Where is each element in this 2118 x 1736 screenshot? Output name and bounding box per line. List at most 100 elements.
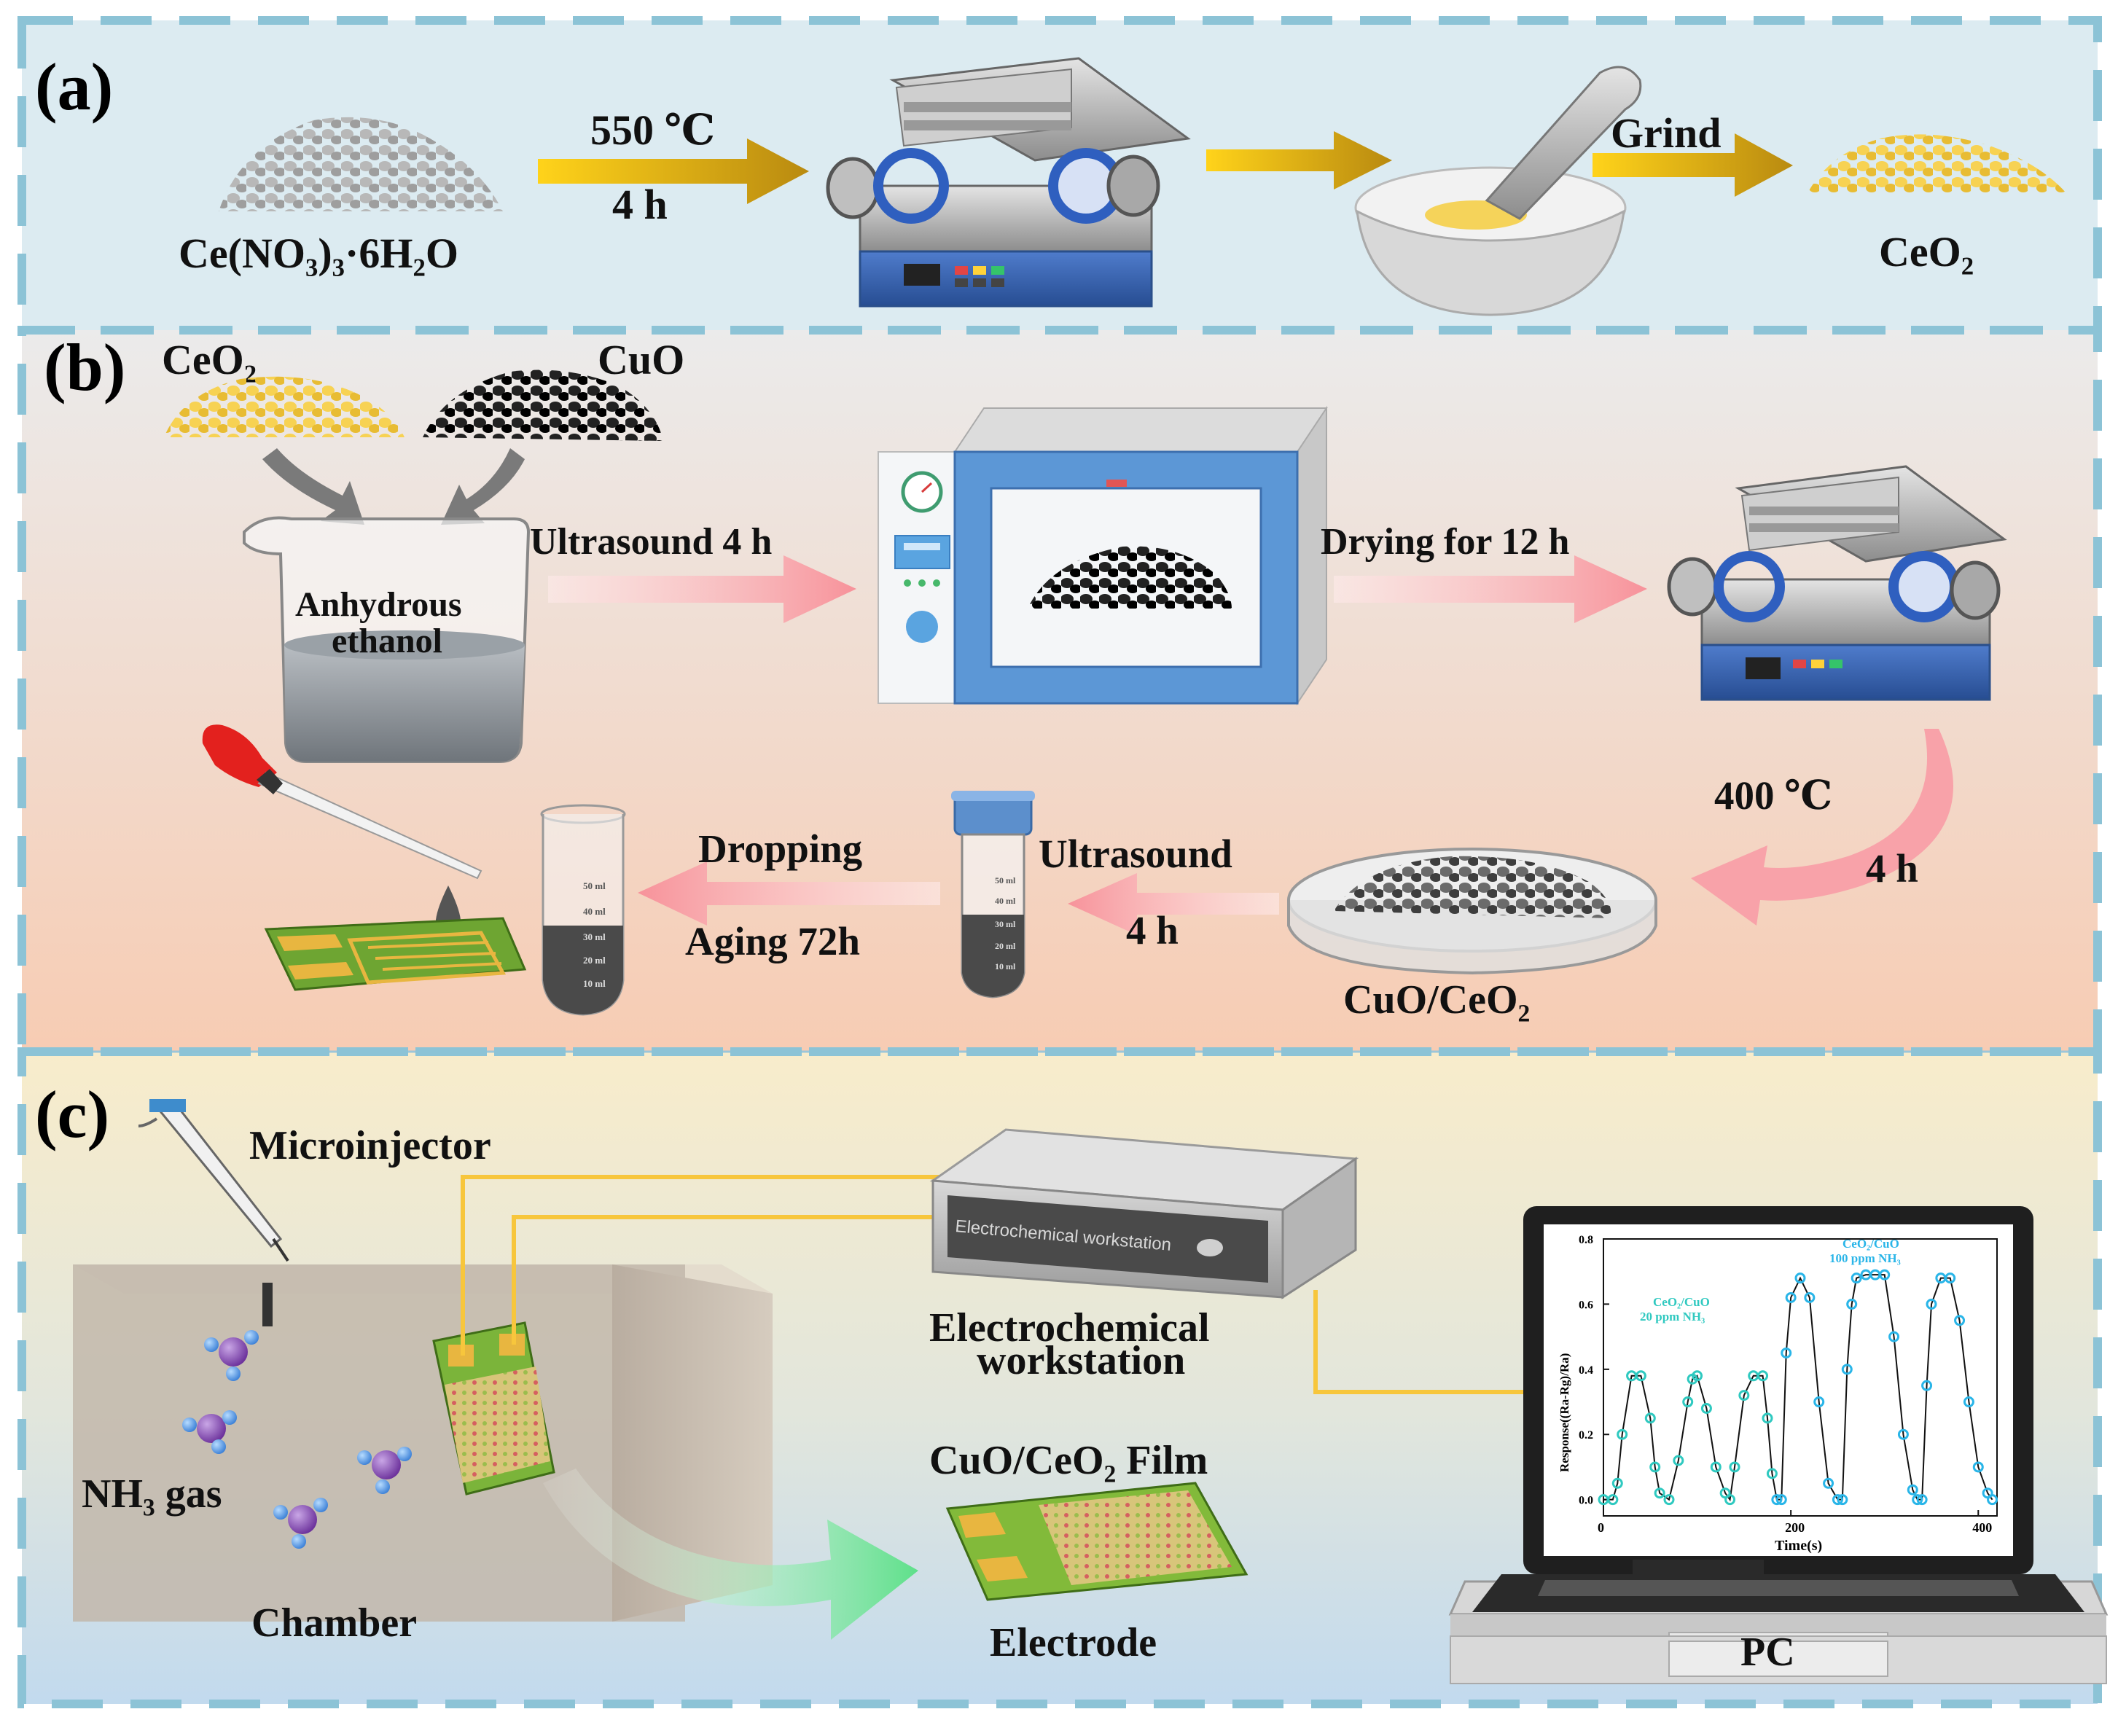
data-point [1654,1487,1665,1499]
svg-text:50 ml: 50 ml [583,880,606,891]
gold-arrow-1 [538,138,809,204]
data-point [1963,1396,1974,1408]
annotation-100ppm-line2: 100 ppm NH₃ [1829,1251,1901,1265]
pink-curved-arrow [1691,729,1953,926]
annotation-20ppm-line2: 20 ppm NH₃ [1640,1310,1705,1323]
beaker [243,516,531,763]
data-point [1644,1412,1656,1424]
data-point [1762,1412,1773,1424]
cuo-powder [423,370,663,441]
chamber [73,1264,773,1622]
ceo2-product-label: CeO₂ [1879,228,1974,275]
data-point [1832,1494,1843,1506]
x-tick-label: 0 [1598,1520,1604,1535]
aging-label: Aging 72h [685,919,860,963]
sensor-in-chamber [432,1321,555,1495]
nh3-gas-label: NH₃ gas [82,1471,222,1517]
pink-arrow-drying [1334,555,1647,623]
pc-label: PC [1740,1630,1795,1675]
centrifuge-tube-marks: 50 ml 40 ml 30 ml 20 ml 10 ml [995,875,1016,971]
ammonia-molecules [182,1330,412,1549]
calcine-time-label: 4 h [612,181,668,228]
svg-text:30 ml: 30 ml [583,931,606,942]
cerium-nitrate-powder [219,117,503,211]
svg-text:50 ml: 50 ml [995,875,1016,885]
microinjector [138,1099,289,1262]
ultrasound-4h-label: Ultrasound 4 h [530,521,772,563]
electrode-label: Electrode [990,1620,1157,1665]
svg-text:20 ml: 20 ml [995,941,1016,951]
data-point [1766,1468,1778,1479]
panel-b-label: (b) [44,330,125,404]
test-tube-marks: 50 ml 40 ml 30 ml 20 ml 10 ml [583,880,606,989]
data-point [1607,1494,1619,1506]
precursor-label: Ce(NO₃)₃·6H₂O [179,230,458,277]
drying-oven [878,405,1328,706]
response-line [1603,1274,1993,1502]
data-point [1813,1396,1825,1408]
data-point [1879,1269,1891,1281]
electrode-chip [945,1482,1248,1601]
chart-plot-area [1603,1238,1998,1517]
data-point [1682,1396,1694,1408]
data-point [1611,1477,1623,1489]
chart-y-label: Response((Ra-Rg)/Ra) [1558,1353,1571,1472]
data-point [1738,1390,1750,1401]
workstation-label-line2: workstation [977,1338,1185,1383]
data-point [1916,1494,1928,1506]
svg-text:10 ml: 10 ml [583,978,606,989]
data-point [1700,1402,1712,1414]
svg-text:10 ml: 10 ml [995,961,1016,971]
annotation-20ppm-line1: CeO₂/CuO [1653,1295,1710,1309]
solvent-label-line1: Anhydrous [295,585,462,624]
pink-arrow-ultrasound [548,555,856,623]
dropper [202,724,482,880]
data-point [1912,1494,1923,1506]
electrochemical-workstation [929,1128,1359,1299]
svg-text:40 ml: 40 ml [583,906,606,917]
dashed-borders [17,16,2102,1708]
data-point [1775,1494,1787,1506]
data-point [1972,1461,1984,1473]
y-tick-label: 0.0 [1579,1495,1593,1507]
data-point [1851,1272,1862,1284]
ultrasound-time-label: 4 h [1126,908,1179,953]
gold-arrow-2 [1206,131,1392,189]
anneal-temp-label: 400 ℃ [1714,773,1832,818]
ceo2-powder-label: CeO₂ [162,336,257,383]
chart-x-label: Time(s) [1775,1538,1822,1554]
panel-c-label: (c) [35,1077,109,1152]
annotation-100ppm-line1: CeO₂/CuO [1842,1237,1899,1251]
pink-arrow-ultrasound-2 [1068,873,1279,935]
data-point [1837,1494,1848,1506]
data-point [1785,1291,1797,1303]
data-point [1692,1370,1703,1382]
data-point [1649,1461,1661,1473]
data-point [1781,1347,1792,1358]
data-point [1663,1494,1675,1506]
chamber-label: Chamber [251,1600,417,1646]
data-point [1804,1291,1816,1303]
microinjector-label: Microinjector [249,1123,491,1168]
data-point [1794,1272,1806,1284]
data-point [1617,1428,1628,1440]
data-point [1921,1380,1933,1391]
svg-text:20 ml: 20 ml [583,955,606,966]
ceo2-powder-a [1808,134,2066,193]
x-tick-label: 400 [1972,1520,1992,1535]
grind-label: Grind [1611,109,1722,157]
test-tube [540,804,626,1016]
panel-a-label: (a) [35,50,113,124]
solvent-label-line2: ethanol [332,622,442,660]
sensor-chip [264,917,527,991]
drying-12h-label: Drying for 12 h [1321,521,1569,563]
y-tick-label: 0.8 [1579,1234,1593,1246]
calcine-temp-label: 550 ℃ [590,106,715,154]
tube-furnace-a [826,57,1191,308]
petri-dish [1287,848,1657,975]
data-point [1954,1315,1966,1326]
data-point [1729,1461,1740,1473]
y-tick-label: 0.4 [1579,1364,1593,1377]
ceo2-powder-b [164,376,405,437]
